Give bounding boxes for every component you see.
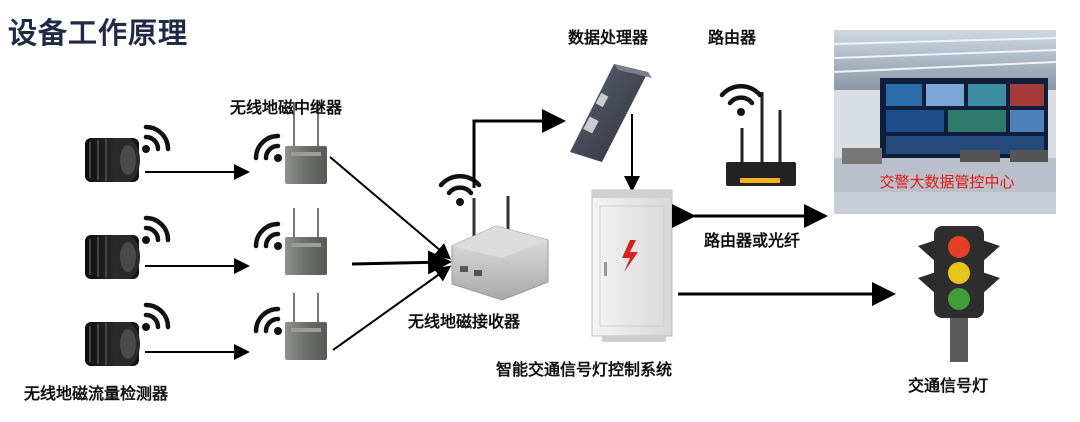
relay-device-1 [285, 102, 327, 184]
relay-device-3 [285, 293, 327, 360]
signal-control-cabinet [591, 189, 673, 342]
signal-control-label: 智能交通信号灯控制系统 [496, 360, 673, 379]
arrow-receiver-processor [472, 109, 566, 188]
control-center-label: 交警大数据管控中心 [879, 173, 1015, 191]
arrow-relay-receiver-2 [351, 250, 452, 275]
detector-sensor-3 [85, 322, 140, 366]
relay-device-2 [285, 208, 327, 275]
wifi-icon [142, 215, 171, 244]
receiver-device [451, 196, 549, 301]
wifi-icon [719, 84, 763, 116]
control-center-image [833, 30, 1057, 214]
detector-sensor-2 [85, 235, 140, 279]
detector-label: 无线地磁流量检测器 [24, 384, 169, 403]
arrow-relay-receiver-1 [329, 156, 452, 260]
processor-device [570, 64, 652, 162]
detector-sensor-1 [85, 138, 140, 182]
lightning-icon [622, 240, 638, 272]
wifi-icon [142, 302, 171, 331]
traffic-light-label: 交通信号灯 [908, 376, 989, 395]
arrow-relay-receiver-3 [332, 265, 452, 351]
relay-label: 无线地磁中继器 [230, 98, 343, 117]
router-or-fiber-label: 路由器或光纤 [704, 231, 801, 250]
page-title: 设备工作原理 [8, 16, 189, 50]
receiver-label: 无线地磁接收器 [408, 312, 521, 331]
wifi-icon [253, 133, 282, 162]
wifi-icon [253, 221, 282, 250]
processor-label: 数据处理器 [568, 28, 649, 47]
router-label: 路由器 [708, 28, 757, 47]
wifi-icon [438, 174, 482, 206]
wifi-icon [253, 306, 282, 335]
wifi-icon [142, 124, 171, 153]
router-device [726, 92, 796, 186]
traffic-light [918, 226, 1000, 362]
